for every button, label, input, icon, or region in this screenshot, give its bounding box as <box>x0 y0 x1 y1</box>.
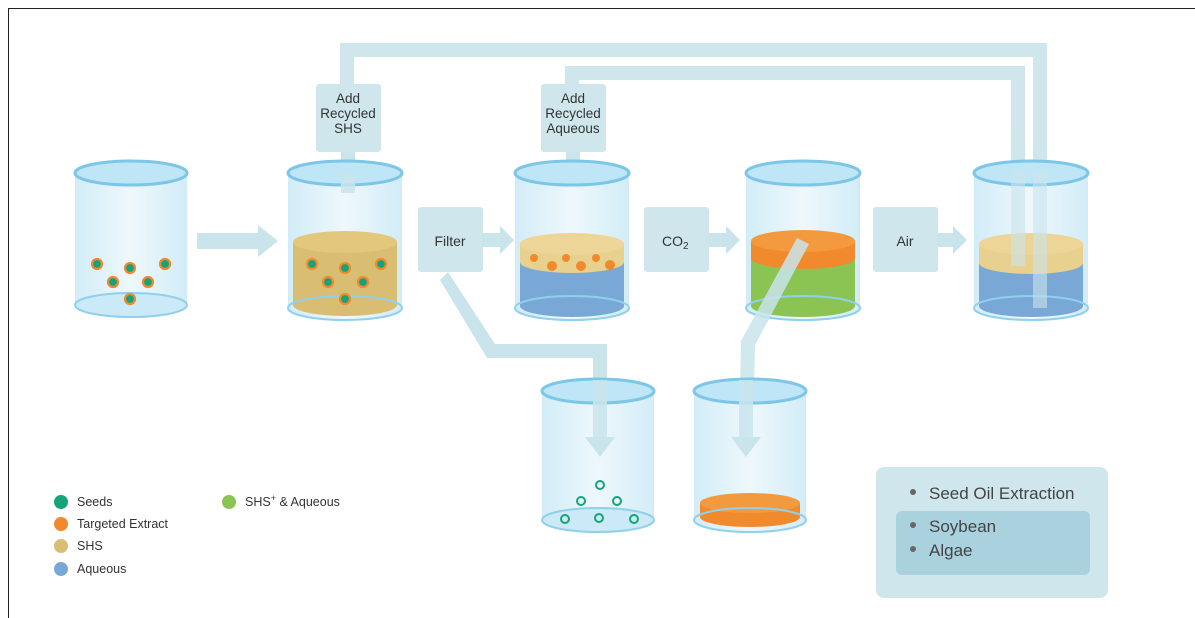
seed <box>356 275 370 289</box>
beaker-green <box>744 159 862 321</box>
beaker-recycle <box>972 159 1090 321</box>
applications-header: Seed Oil Extraction <box>929 484 1075 503</box>
co2-box: CO2 <box>644 207 740 272</box>
seed <box>321 275 335 289</box>
legend-swatch-extract <box>54 517 68 531</box>
legend-label-aqueous: Aqueous <box>77 562 126 576</box>
seed <box>123 292 137 306</box>
seeds-group-2 <box>305 257 388 306</box>
air-box: Air <box>873 207 967 272</box>
legend: Seeds Targeted Extract SHS Aqueous SHS+ … <box>54 493 340 576</box>
add-aq-line-3: Aqueous <box>546 121 600 136</box>
application-item-algae: Algae <box>929 541 972 560</box>
legend-swatch-shs-aqueous <box>222 495 236 509</box>
beaker-extract <box>692 377 808 533</box>
legend-label-shs-aqueous: SHS+ & Aqueous <box>245 493 340 509</box>
add-aq-line-1: Add <box>561 91 585 106</box>
extract-droplets <box>530 254 615 271</box>
beaker-aqueous <box>513 159 631 321</box>
beaker-shs <box>286 159 404 321</box>
add-aq-line-2: Recycled <box>545 106 601 121</box>
legend-label-seeds: Seeds <box>77 495 112 509</box>
legend-swatch-seeds <box>54 495 68 509</box>
legend-swatch-shs <box>54 539 68 553</box>
seed <box>141 275 155 289</box>
seed <box>305 257 319 271</box>
legend-label-extract: Targeted Extract <box>77 517 169 531</box>
seed <box>374 257 388 271</box>
applications-panel: Seed Oil Extraction Soybean Algae <box>876 467 1108 598</box>
diagram-frame <box>8 8 1195 618</box>
seed <box>123 261 137 275</box>
legend-swatch-aqueous <box>54 562 68 576</box>
add-shs-line-1: Add <box>336 91 360 106</box>
spent-seeds <box>560 480 639 524</box>
co2-label: CO2 <box>662 233 689 252</box>
add-shs-line-3: SHS <box>334 121 362 136</box>
application-item-soybean: Soybean <box>929 517 996 536</box>
filter-box: Filter <box>418 207 514 272</box>
air-label: Air <box>896 233 913 249</box>
seed <box>90 257 104 271</box>
arrow-1 <box>197 225 278 257</box>
filter-label: Filter <box>434 233 465 249</box>
add-shs-line-2: Recycled <box>320 106 376 121</box>
seed <box>338 292 352 306</box>
seed <box>338 261 352 275</box>
seeds-group-1 <box>90 257 172 306</box>
legend-label-shs: SHS <box>77 539 103 553</box>
add-recycled-aqueous-box: Add Recycled Aqueous <box>541 84 606 210</box>
seed <box>158 257 172 271</box>
beaker-spent-seeds <box>540 377 656 533</box>
seed <box>106 275 120 289</box>
